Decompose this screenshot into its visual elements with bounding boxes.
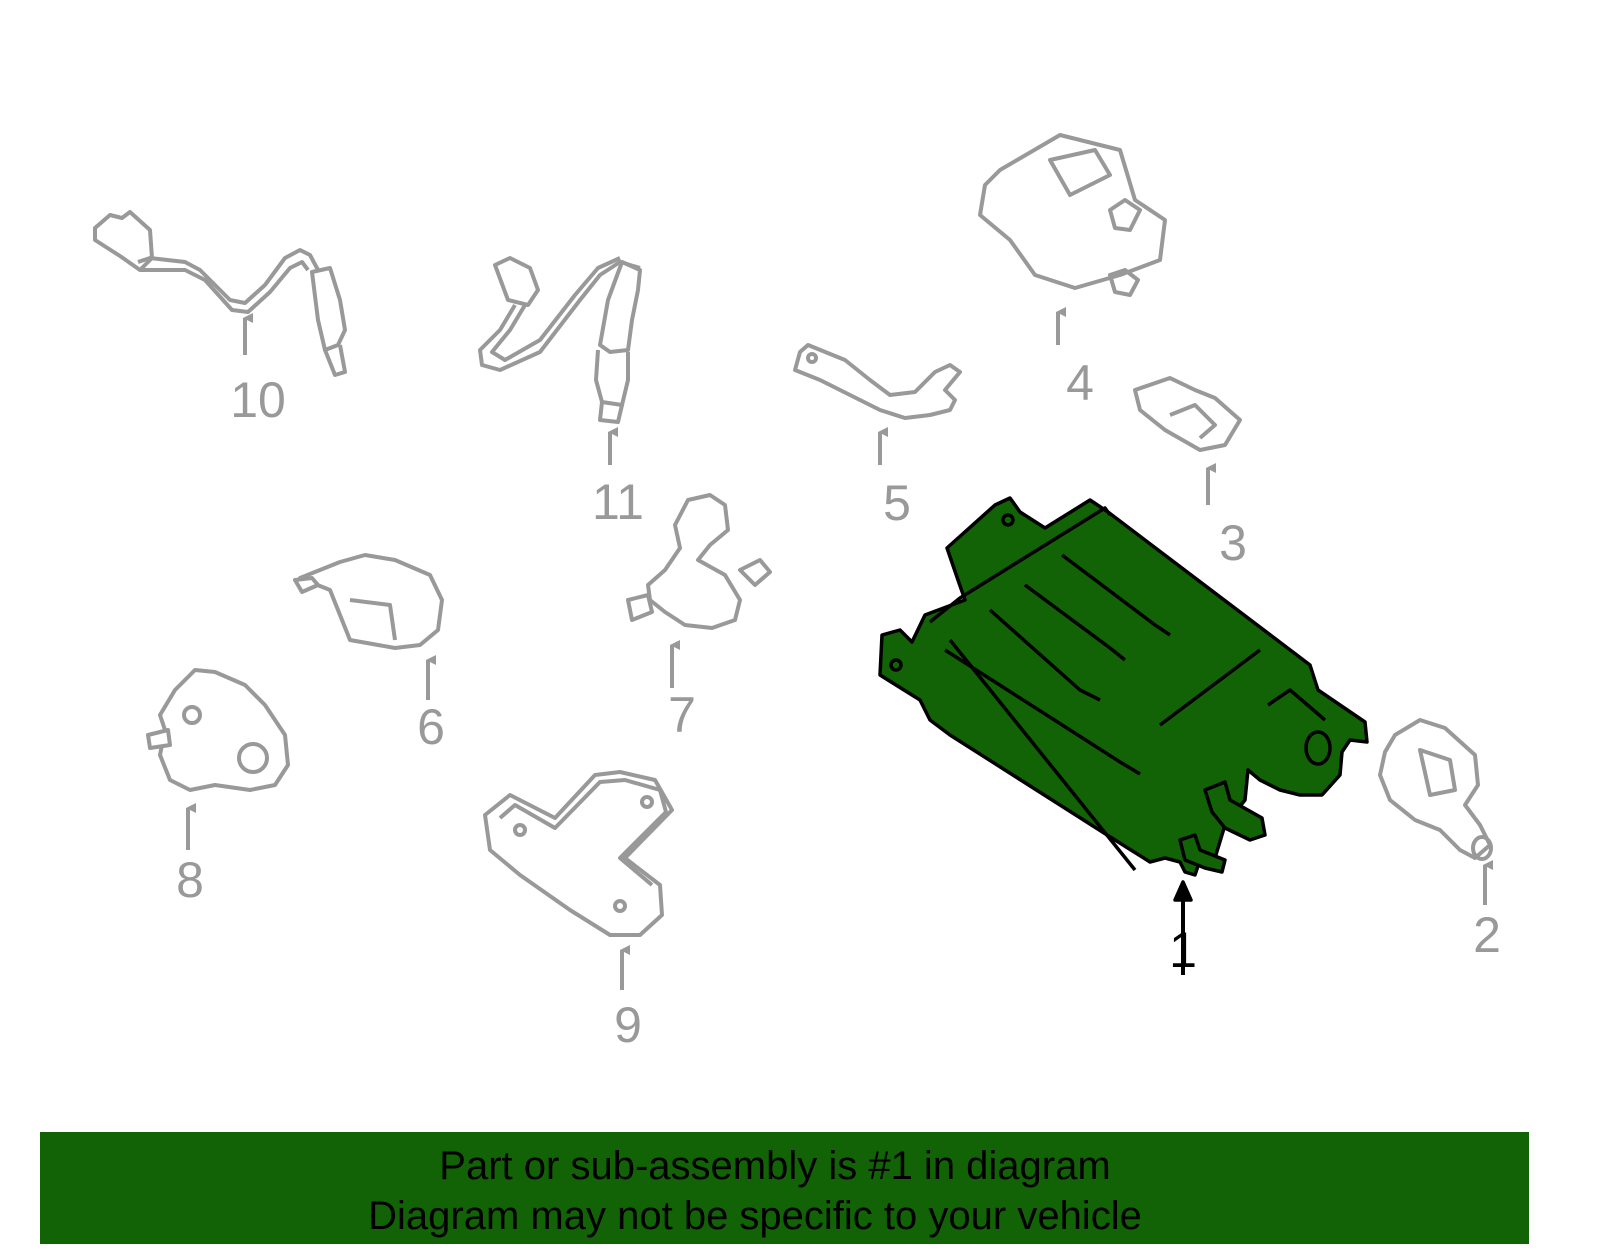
part-7-purge-valve-icon[interactable] (626, 493, 772, 688)
callout-7[interactable]: 7 (668, 687, 696, 743)
callout-3[interactable]: 3 (1219, 515, 1247, 571)
part-5-bracket-icon[interactable] (793, 343, 962, 465)
part-4-purge-module-icon[interactable] (978, 133, 1167, 345)
callout-1[interactable]: 1 (1169, 922, 1197, 978)
banner-part-note: Part or sub-assembly is #1 in diagram (439, 1144, 1111, 1188)
callout-8[interactable]: 8 (176, 852, 204, 908)
part-11-oxygen-sensor-icon[interactable] (478, 256, 642, 465)
part-1-charcoal-canister-icon[interactable] (878, 496, 1369, 975)
part-10-oxygen-sensor-icon[interactable] (93, 210, 347, 377)
part-2-vent-valve-icon[interactable] (1378, 718, 1493, 905)
callout-10[interactable]: 10 (230, 372, 286, 428)
callout-11[interactable]: 11 (592, 474, 644, 530)
callout-4[interactable]: 4 (1066, 355, 1094, 411)
callout-9[interactable]: 9 (614, 997, 642, 1053)
banner-disclaimer: Diagram may not be specific to your vehi… (368, 1194, 1142, 1238)
callout-5[interactable]: 5 (883, 475, 911, 531)
callout-6[interactable]: 6 (417, 699, 445, 755)
part-8-sensor-icon[interactable] (146, 668, 290, 850)
callout-2[interactable]: 2 (1473, 907, 1501, 963)
part-9-bracket-plate-icon[interactable] (483, 770, 674, 990)
part-3-clip-icon[interactable] (1133, 376, 1242, 505)
part-6-solenoid-icon[interactable] (293, 553, 444, 700)
info-banner: Part or sub-assembly is #1 in diagram Di… (40, 1132, 1529, 1244)
